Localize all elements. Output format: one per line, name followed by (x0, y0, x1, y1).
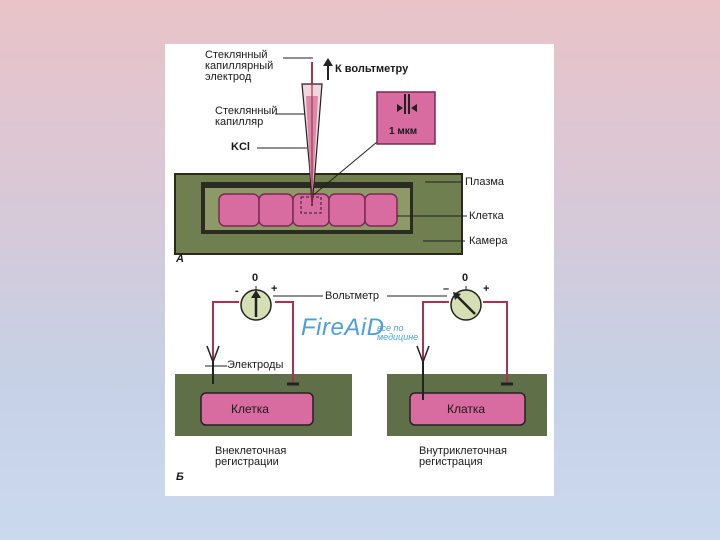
pipette-right (416, 345, 430, 365)
label-electrodes: Электроды (227, 359, 284, 371)
zoom-leader (310, 141, 378, 198)
label-intracellular: Внутриклеточная регистрация (419, 445, 507, 468)
label-glass-capillary: Стеклянный капилляр (215, 105, 278, 128)
cell-1 (218, 193, 260, 227)
label-voltmeter: Вольтметр (325, 290, 380, 302)
watermark-logo: FireAiD (301, 314, 385, 341)
label-minus-right: – (443, 283, 450, 295)
cell-left (200, 392, 314, 426)
label-plasma: Плазма (465, 176, 505, 188)
label-extracellular: Внеклеточная регистрации (215, 445, 287, 468)
label-chamber: Камера (469, 235, 508, 247)
diagram-figure: Стеклянный капиллярный электрод К вольтм… (165, 44, 554, 496)
wire-left-1 (212, 301, 239, 362)
up-arrow-head (323, 58, 333, 66)
inset-arrow-left (397, 104, 403, 112)
cell-right (409, 392, 526, 426)
label-kcl: KCl (231, 141, 250, 153)
label-glass-electrode: Стеклянный капиллярный электрод (205, 49, 274, 83)
watermark-subtitle: все по медицине (377, 323, 419, 342)
label-panel-b: Б (176, 471, 184, 483)
label-cell-left: Клетка (231, 402, 269, 416)
label-zero-left: 0 (252, 272, 259, 284)
label-micron: 1 мкм (389, 126, 418, 137)
needle-right (456, 295, 476, 315)
cell-4 (328, 193, 366, 227)
needle-right-head (453, 292, 461, 300)
label-panel-a: А (176, 253, 184, 265)
label-zero-right: 0 (462, 272, 469, 284)
label-cell-right: Клатка (447, 402, 486, 416)
label-minus-left: - (235, 285, 239, 297)
inset-arrow-right (411, 104, 417, 112)
label-plus-left: + (271, 283, 278, 295)
pipette-left (206, 345, 220, 365)
needle-left-head (251, 290, 261, 298)
label-plus-right: + (483, 283, 490, 295)
wire-left-2 (275, 301, 294, 384)
cell-5 (364, 193, 398, 227)
diagram-drawing (174, 57, 547, 436)
label-to-voltmeter: К вольтметру (335, 63, 409, 75)
wire-right-2 (483, 301, 508, 384)
label-cell: Клетка (469, 210, 504, 222)
cell-2 (258, 193, 294, 227)
wire-right-1 (422, 301, 449, 362)
